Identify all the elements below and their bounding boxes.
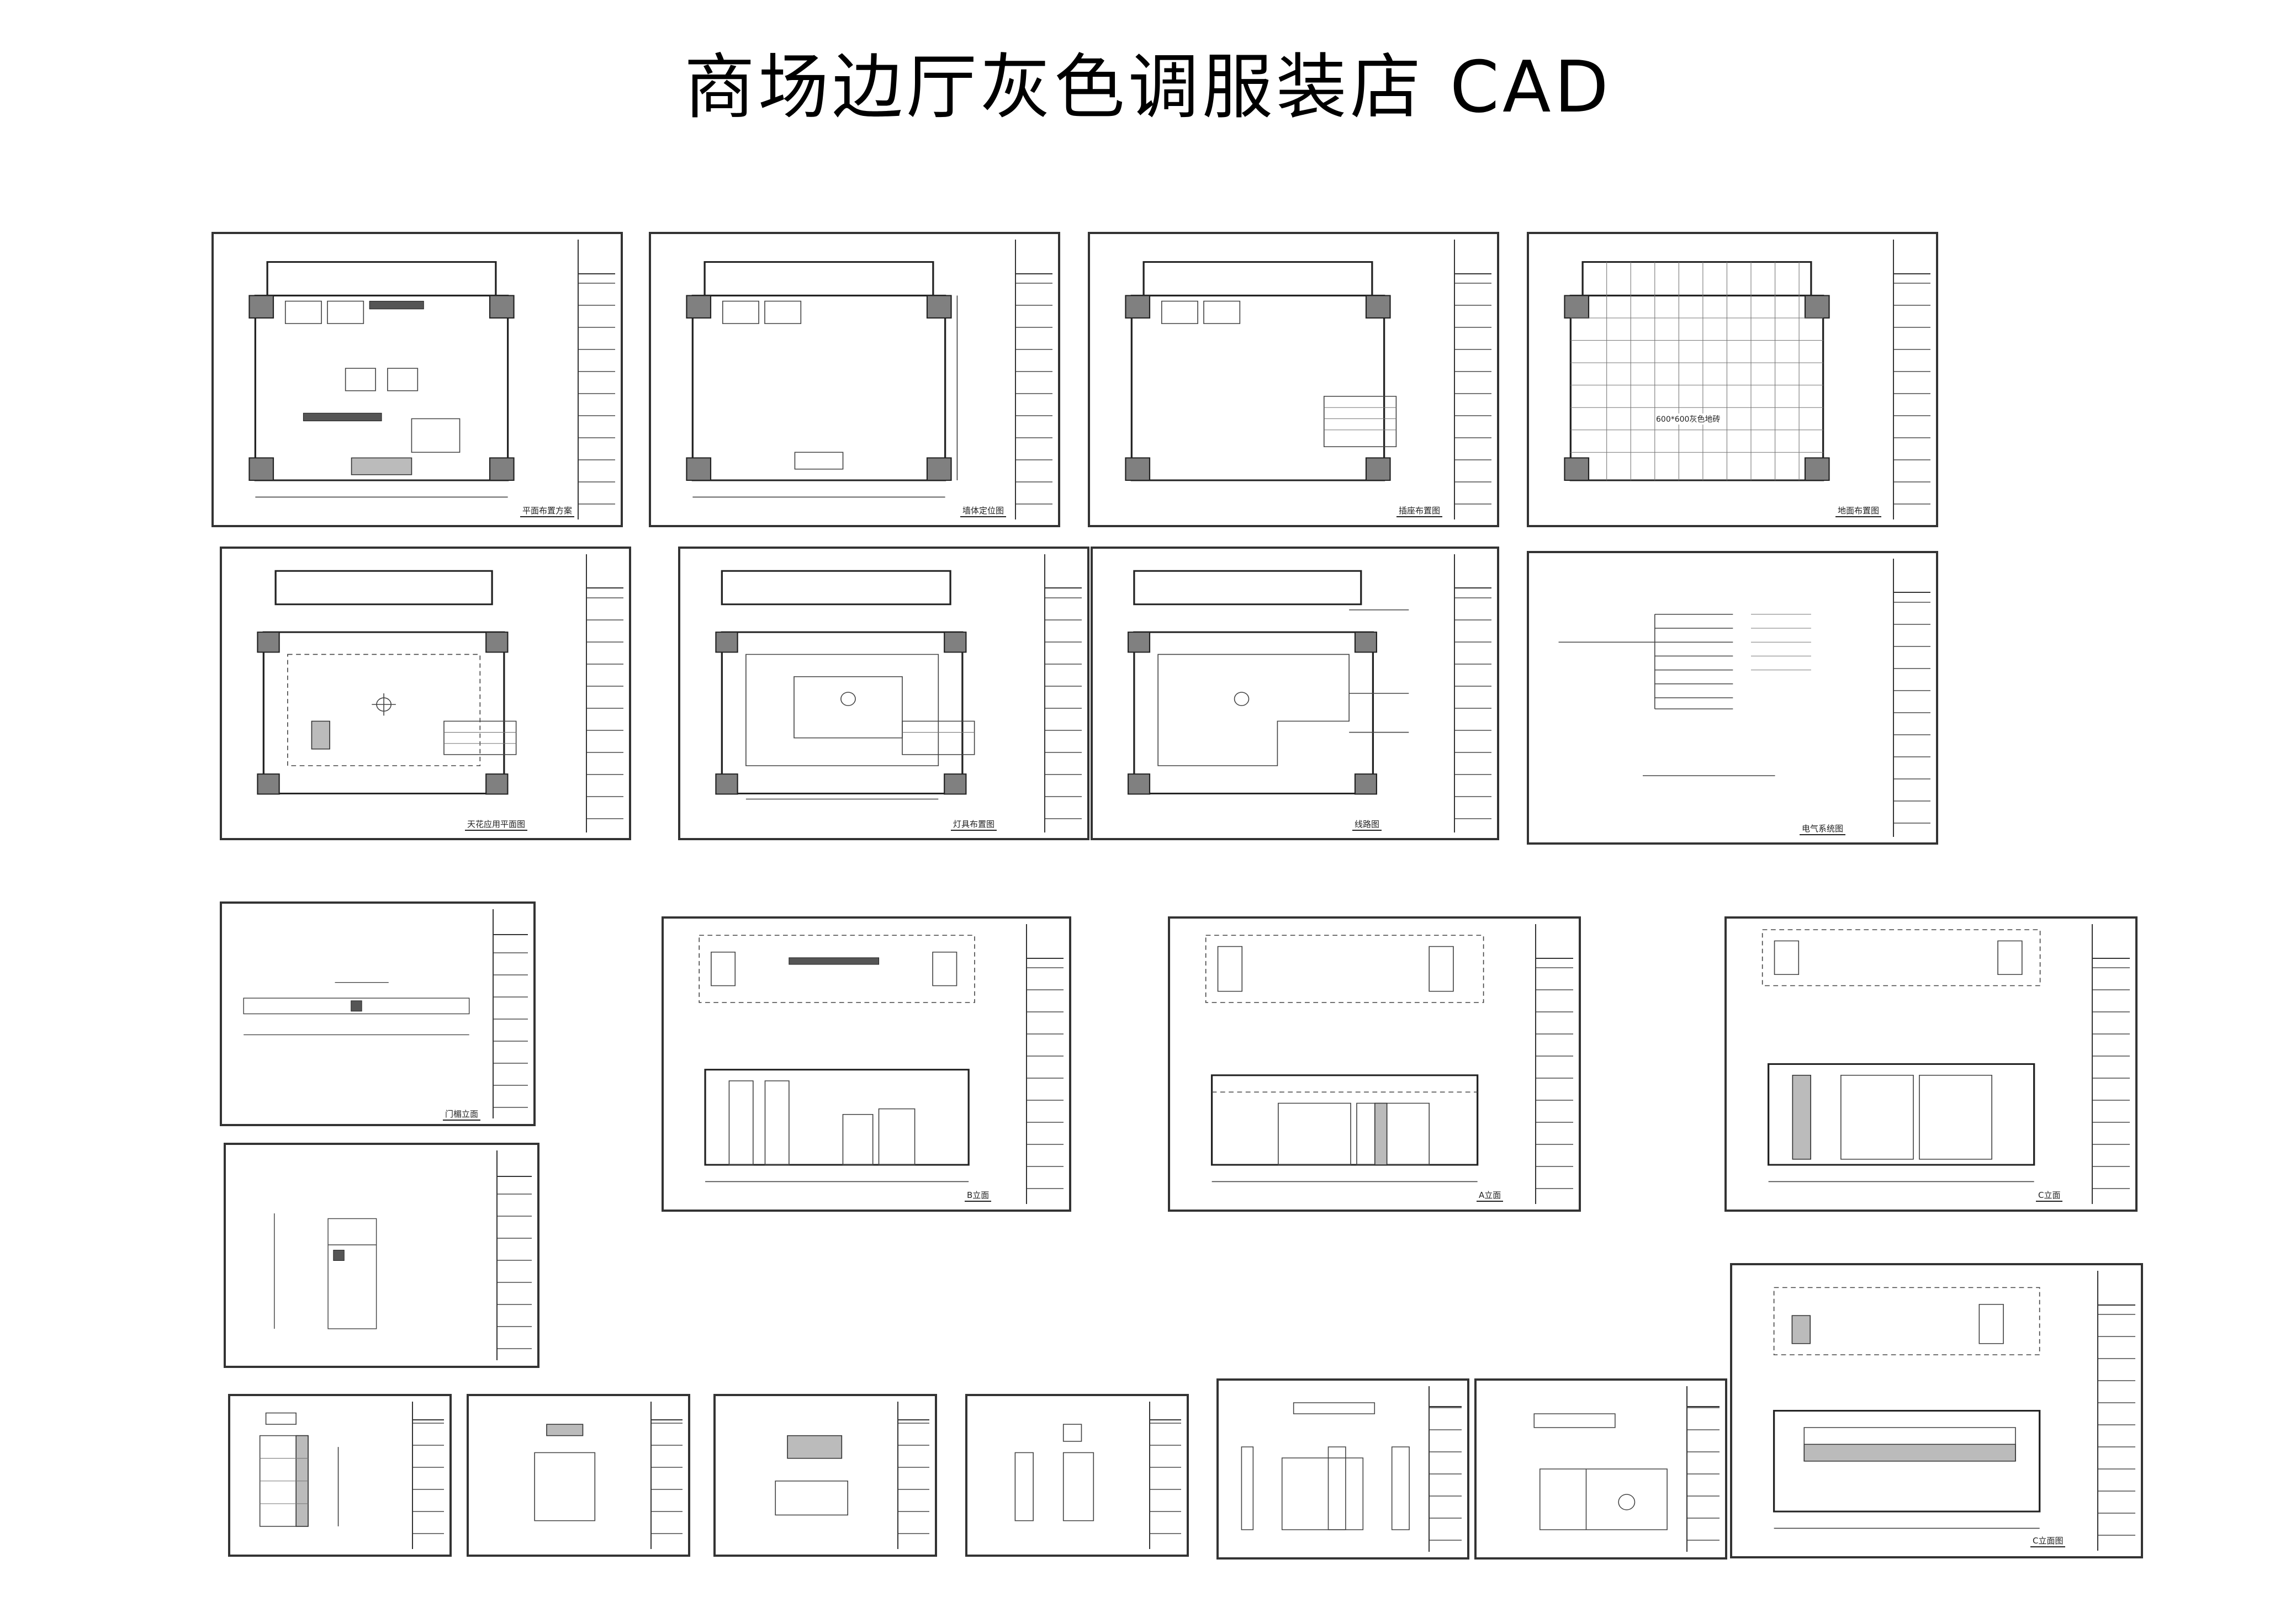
title-block bbox=[1044, 554, 1082, 832]
page-title: 商场边厅灰色调服装店 CAD bbox=[684, 46, 1612, 129]
sheet-label: A立面 bbox=[1477, 1189, 1504, 1202]
sheet-label: 天花应用平面图 bbox=[465, 818, 528, 831]
elevation-c-drawing bbox=[1732, 924, 2094, 1204]
floor-note: 600*600灰色地砖 bbox=[1656, 413, 1721, 425]
drawing-sheet[interactable] bbox=[224, 1143, 539, 1368]
sheet-label: 电气系统图 bbox=[1800, 823, 1846, 835]
detail-drawing bbox=[721, 1402, 902, 1549]
title-block bbox=[1453, 240, 1491, 519]
sheet-label: 地面布置图 bbox=[1835, 505, 1882, 517]
drawing-sheet[interactable] bbox=[1474, 1378, 1727, 1560]
sheet-label: 插座布置图 bbox=[1396, 505, 1443, 517]
title-block bbox=[1149, 1402, 1181, 1549]
title-block bbox=[1892, 559, 1930, 837]
title-block bbox=[2097, 1271, 2135, 1551]
title-block bbox=[585, 554, 623, 832]
drawing-sheet[interactable]: A立面 bbox=[1168, 916, 1581, 1212]
drawing-sheet[interactable] bbox=[1216, 1378, 1469, 1560]
drawing-sheet[interactable] bbox=[965, 1394, 1189, 1557]
detail-drawing bbox=[973, 1402, 1154, 1549]
detail-drawing bbox=[231, 1150, 500, 1360]
title-block bbox=[2092, 924, 2130, 1204]
sheet-label: 平面布置方案 bbox=[520, 505, 575, 517]
socket-layout-drawing bbox=[1096, 240, 1456, 519]
title-block bbox=[1428, 1386, 1462, 1552]
title-block bbox=[1535, 924, 1573, 1204]
wiring-drawing bbox=[1098, 554, 1457, 832]
drawing-sheet[interactable]: 电气系统图 bbox=[1527, 551, 1938, 845]
title-block bbox=[577, 240, 615, 519]
title-block bbox=[412, 1402, 444, 1549]
elevation-c-detail-drawing bbox=[1738, 1271, 2100, 1551]
title-block bbox=[1892, 240, 1930, 519]
door-lintel-drawing bbox=[228, 909, 496, 1118]
drawing-sheet[interactable]: 线路图 bbox=[1091, 547, 1499, 840]
drawing-sheet[interactable] bbox=[228, 1394, 452, 1557]
sheet-label: 门楣立面 bbox=[443, 1108, 481, 1121]
detail-drawing bbox=[1482, 1386, 1690, 1552]
title-block bbox=[1014, 240, 1052, 519]
title-block bbox=[1025, 924, 1064, 1204]
drawing-sheet[interactable]: C立面图 bbox=[1730, 1263, 2143, 1558]
drawing-sheet[interactable]: B立面 bbox=[662, 916, 1071, 1212]
sheet-label: B立面 bbox=[965, 1189, 992, 1202]
detail-drawing bbox=[236, 1402, 416, 1549]
sheet-label: 线路图 bbox=[1352, 818, 1382, 831]
floor-plan-drawing bbox=[219, 240, 580, 519]
sheet-label: C立面 bbox=[2036, 1189, 2063, 1202]
drawing-sheet[interactable] bbox=[467, 1394, 690, 1557]
drawing-sheet[interactable]: 灯具布置图 bbox=[678, 547, 1089, 840]
drawing-sheet[interactable]: 平面布置方案 bbox=[211, 232, 623, 527]
sheet-label: 墙体定位图 bbox=[960, 505, 1007, 517]
lighting-layout-drawing bbox=[686, 554, 1046, 832]
detail-drawing bbox=[1224, 1386, 1432, 1552]
title-block bbox=[492, 909, 528, 1118]
drawing-sheet[interactable] bbox=[713, 1394, 937, 1557]
elevation-b-drawing bbox=[669, 924, 1029, 1204]
elevation-a-drawing bbox=[1176, 924, 1538, 1204]
drawing-sheet[interactable]: 插座布置图 bbox=[1088, 232, 1499, 527]
detail-drawing bbox=[474, 1402, 655, 1549]
title-block bbox=[897, 1402, 929, 1549]
electrical-system-drawing bbox=[1535, 559, 1895, 837]
title-block bbox=[1686, 1386, 1720, 1552]
title-block bbox=[496, 1150, 532, 1360]
ceiling-plan-drawing bbox=[228, 554, 588, 832]
drawing-sheet[interactable]: 门楣立面 bbox=[220, 901, 536, 1126]
floor-tile-drawing bbox=[1535, 240, 1895, 519]
drawing-sheet[interactable]: 墙体定位图 bbox=[649, 232, 1060, 527]
title-block bbox=[650, 1402, 683, 1549]
sheet-label: C立面图 bbox=[2030, 1535, 2066, 1547]
drawing-sheet[interactable]: C立面 bbox=[1724, 916, 2138, 1212]
drawing-sheet[interactable]: 天花应用平面图 bbox=[220, 547, 631, 840]
wall-layout-drawing bbox=[657, 240, 1017, 519]
sheet-label: 灯具布置图 bbox=[951, 818, 997, 831]
title-block bbox=[1454, 554, 1491, 832]
drawing-sheet[interactable]: 600*600灰色地砖 地面布置图 bbox=[1527, 232, 1938, 527]
